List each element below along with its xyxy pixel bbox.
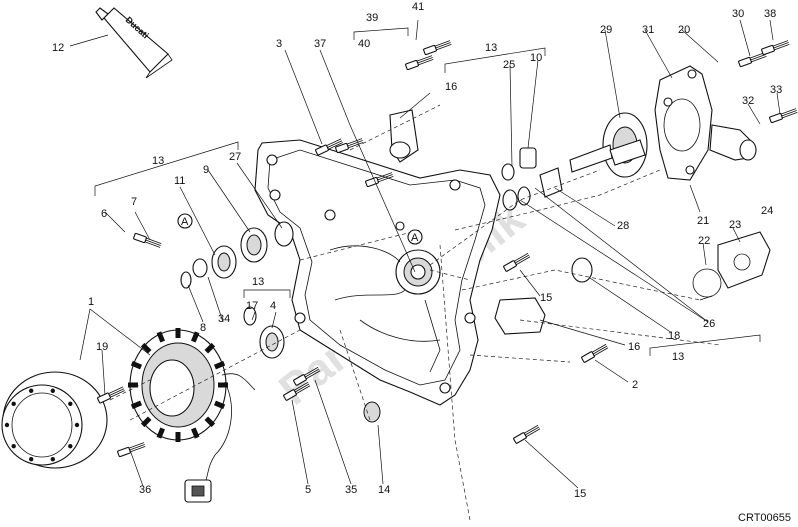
callout-c12: 12 xyxy=(52,42,64,54)
stator-tooth xyxy=(156,331,166,343)
rotor-hole xyxy=(11,401,16,407)
callout-c24: 24 xyxy=(761,205,773,217)
callout-c31: 31 xyxy=(642,24,654,36)
stator-tooth xyxy=(156,427,166,439)
callout-c33: 33 xyxy=(770,84,782,96)
rotor-hole xyxy=(11,443,16,449)
callout-c4: 4 xyxy=(270,300,276,312)
callout-c38: 38 xyxy=(764,8,776,20)
stator-tooth xyxy=(213,360,226,370)
callout-c9: 9 xyxy=(203,164,209,176)
screw xyxy=(738,52,767,68)
callout-c11: 11 xyxy=(174,175,185,187)
stator-tooth xyxy=(190,427,200,439)
callout-c29: 29 xyxy=(600,24,612,36)
screw xyxy=(133,232,162,248)
screw xyxy=(283,381,311,401)
callout-c22: 22 xyxy=(698,235,710,247)
screw xyxy=(581,343,609,363)
water-pump-assembly xyxy=(569,65,771,301)
callout-c15b: 15 xyxy=(574,488,586,500)
screw xyxy=(513,424,541,444)
group-brackets xyxy=(94,27,761,356)
assembly-lines xyxy=(109,104,721,521)
stator-tooth xyxy=(140,342,152,354)
reference-marker-a: A A xyxy=(177,213,423,245)
callout-c19: 19 xyxy=(96,341,108,353)
callout-c21: 21 xyxy=(697,215,709,227)
callout-c18: 18 xyxy=(668,330,680,342)
callout-c35: 35 xyxy=(345,484,357,496)
callout-c20: 20 xyxy=(678,24,690,36)
callout-c6: 6 xyxy=(101,208,107,220)
screw xyxy=(503,252,531,272)
callout-c3: 3 xyxy=(276,38,282,50)
rotor-hole xyxy=(28,457,34,462)
callout-c10: 10 xyxy=(530,52,542,64)
leader-lines xyxy=(69,19,781,489)
bearings-and-seals xyxy=(180,109,593,423)
drawing-code: CRT00655 xyxy=(738,512,791,524)
screw xyxy=(315,138,343,156)
screw xyxy=(769,108,798,124)
callout-c13d: 13 xyxy=(672,351,684,363)
rotor-hole xyxy=(68,443,73,449)
callout-c39: 39 xyxy=(366,12,378,24)
callout-c16a: 16 xyxy=(445,81,457,93)
callout-c8: 8 xyxy=(200,322,206,334)
screw xyxy=(405,55,434,71)
callout-c26: 26 xyxy=(703,318,715,330)
callout-c13b: 13 xyxy=(252,276,264,288)
callout-c13a: 13 xyxy=(152,155,164,167)
callout-c17: 17 xyxy=(246,300,258,312)
clutch-side-cover xyxy=(254,139,501,406)
generator-stator xyxy=(1,328,256,503)
callout-c5: 5 xyxy=(305,484,311,496)
callout-c27: 27 xyxy=(229,151,241,163)
callout-c2: 2 xyxy=(632,379,638,391)
rotor-hole xyxy=(50,388,56,393)
screw xyxy=(761,40,790,56)
callout-numbers: 1234567891011121313131314151516161718192… xyxy=(52,1,782,500)
stator-tooth xyxy=(140,416,152,428)
callout-c37: 37 xyxy=(314,38,326,50)
screws xyxy=(97,40,798,458)
rotor-hole xyxy=(28,388,34,393)
stator-tooth xyxy=(204,342,216,354)
callout-c16b: 16 xyxy=(628,341,640,353)
sealant-tube: Ducati xyxy=(95,7,173,79)
callout-c15a: 15 xyxy=(540,292,552,304)
callout-c36: 36 xyxy=(139,484,151,496)
marker-a-label-cover: A xyxy=(411,232,419,244)
callout-c1: 1 xyxy=(88,296,94,308)
callout-c25: 25 xyxy=(503,59,515,71)
callout-c28: 28 xyxy=(617,220,629,232)
callout-c7: 7 xyxy=(131,196,137,208)
screw xyxy=(293,366,321,386)
callout-c13c: 13 xyxy=(485,42,497,54)
callout-c30: 30 xyxy=(732,8,744,20)
callout-c40: 40 xyxy=(358,38,370,50)
callout-c23: 23 xyxy=(729,219,741,231)
stator-tooth xyxy=(130,400,143,410)
callout-c32: 32 xyxy=(742,95,754,107)
screw xyxy=(97,386,125,404)
marker-a-label-left: A xyxy=(181,216,189,228)
screw xyxy=(365,172,394,188)
stator-tooth xyxy=(190,331,200,343)
callout-c41: 41 xyxy=(412,1,424,13)
rotor-hole xyxy=(74,422,80,428)
screw xyxy=(423,40,452,56)
stator-tooth xyxy=(130,360,143,370)
stator-tooth xyxy=(204,416,216,428)
screw xyxy=(117,442,146,458)
stator-tooth xyxy=(213,400,226,410)
rotor-hole xyxy=(50,457,56,462)
rotor-hole xyxy=(4,422,10,428)
callout-c14: 14 xyxy=(378,484,390,496)
rotor-hole xyxy=(68,401,73,407)
screw xyxy=(335,138,364,154)
callout-c34: 34 xyxy=(218,313,230,325)
